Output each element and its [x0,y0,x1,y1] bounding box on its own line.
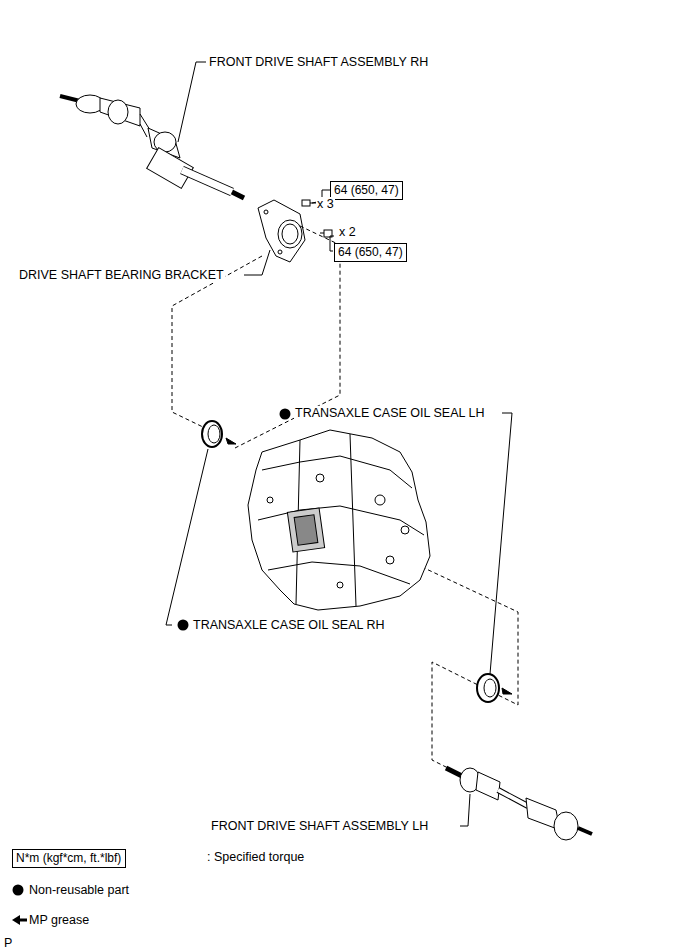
box-text: 64 (650, 47) [338,245,403,260]
box-text: 64 (650, 47) [334,183,399,198]
legend-text: MP grease [28,913,90,928]
torque-box: 64 (650, 47) [334,243,407,262]
part-name: FRONT DRIVE SHAFT ASSEMBLY LH [210,819,429,834]
alignment-lines [172,226,518,768]
box-text: N*m (kgf*cm, ft.*lbf) [16,851,122,866]
front-drive-shaft-lh [446,768,592,840]
legend-text: : Specified torque [206,850,305,865]
symbols [12,409,291,926]
quantity: x 2 [338,225,357,240]
part-name: TRANSAXLE CASE OIL SEAL LH [294,406,485,421]
transaxle-case [248,430,430,610]
page-mark: P [3,936,13,951]
drive-shaft-bearing-bracket [258,200,305,262]
oil-seal-lh [477,674,512,702]
front-drive-shaft-rh [60,95,244,198]
part-name: DRIVE SHAFT BEARING BRACKET [18,268,225,283]
legend-text: Non-reusable part [28,883,130,898]
non-reusable-symbol [13,885,24,896]
mp-grease-symbol [12,915,27,925]
quantity: x 3 [316,197,335,212]
leader-lines [166,62,512,826]
torque-box: 64 (650, 47) [330,181,403,200]
torque-unit-box: N*m (kgf*cm, ft.*lbf) [12,849,126,868]
oil-seal-rh [202,421,236,447]
part-name: FRONT DRIVE SHAFT ASSEMBLY RH [208,55,429,70]
part-name: TRANSAXLE CASE OIL SEAL RH [192,618,386,633]
